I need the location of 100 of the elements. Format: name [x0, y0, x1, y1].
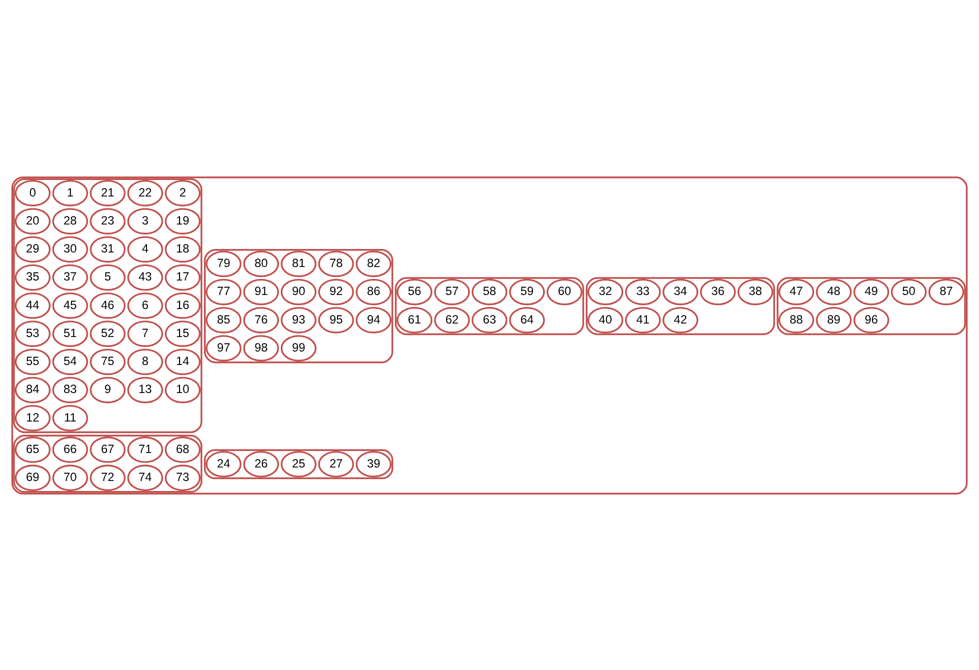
node-ellipse: 71 [127, 436, 164, 462]
node-ellipse: 87 [928, 278, 964, 305]
node-ellipse: 70 [52, 464, 88, 491]
node-ellipse: 95 [318, 306, 354, 333]
node-ellipse: 81 [280, 250, 316, 277]
node-ellipse: 99 [280, 334, 316, 361]
node-ellipse: 68 [164, 436, 201, 462]
node-ellipse: 59 [509, 278, 545, 305]
node-ellipse: 73 [164, 464, 201, 491]
node-ellipse: 96 [853, 306, 890, 333]
node-ellipse: 32 [588, 278, 624, 305]
node-ellipse: 11 [52, 404, 88, 431]
node-ellipse: 13 [127, 376, 164, 403]
node-ellipse: 56 [396, 278, 432, 305]
node-ellipse: 86 [356, 278, 392, 305]
node-ellipse: 66 [52, 436, 88, 462]
node-ellipse: 50 [890, 278, 927, 305]
node-ellipse: 31 [90, 236, 126, 262]
node-ellipse: 97 [206, 334, 242, 361]
node-ellipse: 93 [280, 306, 316, 333]
node-ellipse: 84 [14, 376, 51, 403]
node-ellipse: 38 [738, 278, 774, 305]
node-ellipse: 35 [14, 264, 51, 290]
node-ellipse: 40 [588, 306, 624, 333]
node-ellipse: 53 [14, 320, 51, 346]
node-ellipse: 77 [206, 278, 242, 305]
node-ellipse: 63 [472, 306, 508, 333]
node-ellipse: 51 [52, 320, 88, 346]
node-ellipse: 78 [318, 250, 354, 277]
node-ellipse: 83 [52, 376, 88, 403]
node-ellipse: 92 [318, 278, 354, 305]
node-ellipse: 47 [778, 278, 814, 305]
node-ellipse: 16 [164, 292, 201, 318]
node-ellipse: 25 [280, 450, 316, 477]
node-ellipse: 20 [14, 208, 51, 234]
node-ellipse: 75 [90, 348, 126, 375]
node-ellipse: 2 [164, 179, 201, 206]
node-ellipse: 45 [52, 292, 88, 318]
node-ellipse: 10 [164, 376, 201, 403]
node-ellipse: 14 [164, 348, 201, 375]
node-ellipse: 82 [356, 250, 392, 277]
node-ellipse: 89 [816, 306, 852, 333]
node-ellipse: 64 [509, 306, 545, 333]
node-ellipse: 3 [127, 208, 164, 234]
node-ellipse: 23 [90, 208, 126, 234]
node-ellipse: 5 [90, 264, 126, 290]
node-ellipse: 52 [90, 320, 126, 346]
node-ellipse: 58 [472, 278, 508, 305]
node-ellipse: 48 [816, 278, 852, 305]
node-ellipse: 72 [90, 464, 126, 491]
node-ellipse: 24 [206, 450, 242, 477]
node-ellipse: 39 [356, 450, 392, 477]
node-ellipse: 94 [356, 306, 392, 333]
node-ellipse: 7 [127, 320, 164, 346]
node-ellipse: 67 [90, 436, 126, 462]
node-ellipse: 91 [243, 278, 279, 305]
node-ellipse: 62 [434, 306, 470, 333]
node-ellipse: 9 [90, 376, 126, 403]
node-ellipse: 0 [14, 179, 51, 206]
node-ellipse: 15 [164, 320, 201, 346]
node-ellipse: 80 [243, 250, 279, 277]
node-ellipse: 57 [434, 278, 470, 305]
node-ellipse: 55 [14, 348, 51, 375]
node-ellipse: 37 [52, 264, 88, 290]
node-ellipse: 44 [14, 292, 51, 318]
node-ellipse: 54 [52, 348, 88, 375]
node-ellipse: 43 [127, 264, 164, 290]
node-ellipse: 74 [127, 464, 164, 491]
node-ellipse: 34 [662, 278, 698, 305]
node-ellipse: 21 [90, 179, 126, 206]
node-ellipse: 28 [52, 208, 88, 234]
node-ellipse: 61 [396, 306, 432, 333]
node-ellipse: 29 [14, 236, 51, 262]
node-ellipse: 19 [164, 208, 201, 234]
node-ellipse: 42 [662, 306, 698, 333]
node-ellipse: 33 [625, 278, 661, 305]
node-ellipse: 60 [546, 278, 582, 305]
node-ellipse: 1 [52, 179, 88, 206]
node-ellipse: 76 [243, 306, 279, 333]
node-ellipse: 22 [127, 179, 164, 206]
node-ellipse: 69 [14, 464, 51, 491]
node-ellipse: 85 [206, 306, 242, 333]
node-ellipse: 17 [164, 264, 201, 290]
node-ellipse: 41 [625, 306, 661, 333]
node-ellipse: 88 [778, 306, 814, 333]
node-ellipse: 30 [52, 236, 88, 262]
node-ellipse: 12 [14, 404, 51, 431]
node-ellipse: 46 [90, 292, 126, 318]
node-ellipse: 36 [700, 278, 736, 305]
node-ellipse: 18 [164, 236, 201, 262]
node-ellipse: 8 [127, 348, 164, 375]
node-ellipse: 65 [14, 436, 51, 462]
node-ellipse: 79 [206, 250, 242, 277]
node-ellipse: 27 [318, 450, 354, 477]
node-ellipse: 98 [243, 334, 279, 361]
node-ellipse: 26 [243, 450, 279, 477]
node-ellipse: 6 [127, 292, 164, 318]
node-ellipse: 90 [280, 278, 316, 305]
node-ellipse: 49 [853, 278, 890, 305]
node-ellipse: 4 [127, 236, 164, 262]
